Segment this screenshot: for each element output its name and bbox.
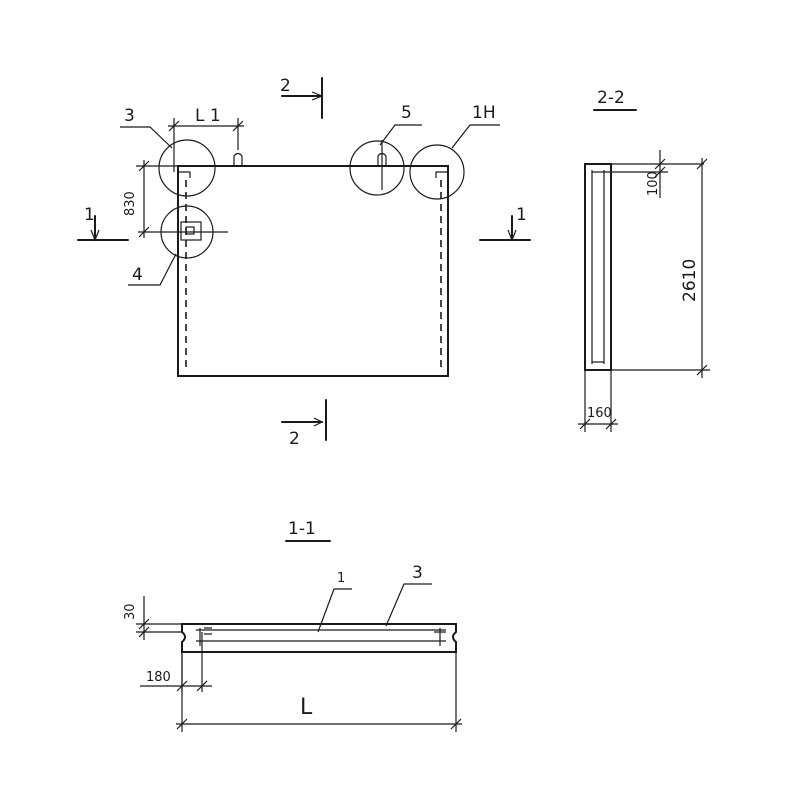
- leader-3: [120, 126, 173, 149]
- section-1-1-callout-3: 3: [412, 563, 423, 583]
- section-1-1-right-end-detail: [434, 628, 446, 646]
- section-1-1-left-end-detail: [199, 627, 212, 646]
- left-top-notch: [178, 171, 191, 178]
- dim-100-tick-top: [654, 158, 666, 170]
- section-1-1-leader-3: [385, 583, 432, 627]
- lifting-loop-left: [233, 152, 243, 166]
- plan-view: 3 5 1Н 4 L 1 830 2 2 1 1: [77, 76, 531, 449]
- section-2-2-view: 2-2 100 2610 160: [578, 88, 710, 432]
- callout-3-label: 3: [124, 106, 135, 126]
- section-1-1-view: 1-1 1 3 30 180 L: [123, 519, 462, 732]
- callout-4-label: 4: [132, 265, 143, 285]
- embedded-plate-hole: [185, 226, 195, 235]
- dim-l-tick-right: [450, 718, 462, 730]
- embedded-plate: [180, 221, 202, 241]
- dim-l1-label: L 1: [195, 106, 221, 126]
- callout-1n-label: 1Н: [472, 103, 496, 123]
- detail-circle-3: [158, 139, 216, 197]
- dim-30-tick-top: [138, 618, 150, 630]
- dim-160-tick-right: [605, 418, 617, 430]
- section-1-left-arrow: [90, 229, 100, 242]
- section-1-1-leader-1: [317, 588, 352, 633]
- section-1-1-callout-1: 1: [337, 571, 345, 586]
- dim-180-label: 180: [146, 670, 171, 685]
- right-top-notch: [435, 171, 448, 178]
- section-1-right-label: 1: [516, 205, 527, 225]
- leader-1n: [451, 124, 500, 149]
- section-1-1-title: 1-1: [288, 519, 316, 539]
- section-2-2-outline: [584, 163, 612, 371]
- dim-100-tick-bottom: [654, 166, 666, 178]
- dim-2610-tick-top: [696, 158, 708, 170]
- dim-l-label: L: [300, 695, 313, 720]
- leader-4: [128, 253, 177, 286]
- dim-830-tick-top: [138, 160, 150, 172]
- dim-830-label: 830: [123, 191, 138, 216]
- section-2-bottom-label: 2: [289, 429, 300, 449]
- dim-160-tick-left: [579, 418, 591, 430]
- dim-l-tick-left: [176, 718, 188, 730]
- dim-830-tick-bottom: [138, 226, 150, 238]
- section-2-top-label: 2: [280, 76, 291, 96]
- callout-5-label: 5: [401, 103, 412, 123]
- dim-180-tick-right: [196, 680, 208, 692]
- dim-2610-label: 2610: [680, 259, 700, 302]
- dim-2610-tick-bottom: [696, 364, 708, 376]
- detail-circle-5: [349, 140, 405, 196]
- dim-l1-tick-left: [168, 120, 180, 132]
- dim-160-label: 160: [587, 406, 612, 421]
- section-1-left-label: 1: [84, 205, 95, 225]
- dim-30-tick-bottom: [138, 626, 150, 638]
- leader-5: [379, 124, 422, 146]
- detail-circle-1n: [409, 144, 465, 200]
- section-1-right-arrow: [507, 229, 517, 242]
- dim-l1-tick-right: [232, 120, 244, 132]
- section-2-bottom-arrow: [313, 417, 324, 427]
- section-2-2-title: 2-2: [597, 88, 625, 108]
- panel-outline: [177, 165, 449, 377]
- dim-30-label: 30: [123, 603, 138, 620]
- dim-100-label: 100: [646, 171, 661, 196]
- section-2-top-arrow: [311, 91, 324, 101]
